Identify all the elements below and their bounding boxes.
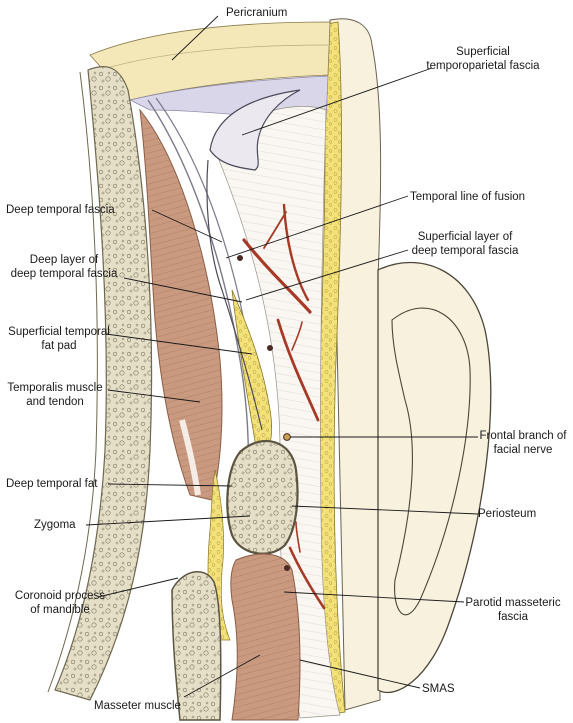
label-line: deep temporal fascia (10, 268, 118, 280)
label-line: Deep layer of (29, 254, 99, 266)
label-parotid-masseteric-fascia: Parotid masseteric fascia (458, 596, 568, 624)
label-deep-layer-deep-temporal-fascia: Deep layer of deep temporal fascia (2, 253, 126, 281)
label-coronoid-process: Coronoid process of mandible (14, 589, 106, 617)
label-line: fat pad (41, 340, 77, 352)
label-temporalis-muscle-tendon: Temporalis muscle and tendon (2, 381, 108, 409)
zygoma-bone (226, 439, 299, 555)
masseter-muscle (230, 553, 301, 721)
skin-layer (329, 18, 382, 711)
label-temporal-line-of-fusion: Temporal line of fusion (410, 191, 526, 203)
loose-areolar-tissue (214, 106, 341, 719)
label-pericranium: Pericranium (226, 7, 288, 19)
label-line: Superficial temporal (8, 326, 110, 338)
skull-bone (54, 66, 153, 701)
label-superficial-temporal-fat-pad: Superficial temporal fat pad (2, 325, 116, 353)
superficial-temporal-fat-pad (231, 289, 273, 461)
label-smas: SMAS (422, 683, 455, 695)
coronoid-process (171, 571, 222, 721)
label-line: temporoparietal fascia (426, 60, 540, 72)
label-line: Frontal branch of (479, 430, 567, 442)
label-line: Temporalis muscle (7, 382, 103, 394)
ear-outline (377, 261, 492, 694)
label-line: Coronoid process (14, 590, 106, 602)
label-line: and tendon (26, 396, 84, 408)
label-deep-temporal-fascia: Deep temporal fascia (6, 204, 115, 216)
label-periosteum: Periosteum (478, 508, 537, 520)
label-line: Superficial (456, 46, 510, 58)
temporalis-muscle (139, 108, 223, 501)
temporal-vessels (242, 203, 326, 610)
label-line: deep temporal fascia (411, 245, 519, 257)
label-deep-temporal-fat: Deep temporal fat (6, 478, 98, 490)
label-superficial-temporoparietal-fascia: Superficial temporoparietal fascia (408, 45, 558, 73)
label-line: Parotid masseteric (465, 597, 561, 609)
ear-inner-fold (391, 307, 471, 616)
label-frontal-branch-facial-nerve: Frontal branch of facial nerve (474, 429, 572, 457)
label-zygoma: Zygoma (34, 519, 76, 531)
label-line: fascia (497, 611, 529, 623)
label-superficial-layer-deep-temporal-fascia: Superficial layer of deep temporal fasci… (400, 230, 530, 258)
label-line: of mandible (30, 604, 90, 616)
label-line: Superficial layer of (417, 231, 513, 243)
leader-lines (85, 15, 479, 698)
subcutaneous-fat (318, 21, 346, 715)
label-masseter-muscle: Masseter muscle (94, 700, 181, 712)
label-line: facial nerve (493, 444, 553, 456)
